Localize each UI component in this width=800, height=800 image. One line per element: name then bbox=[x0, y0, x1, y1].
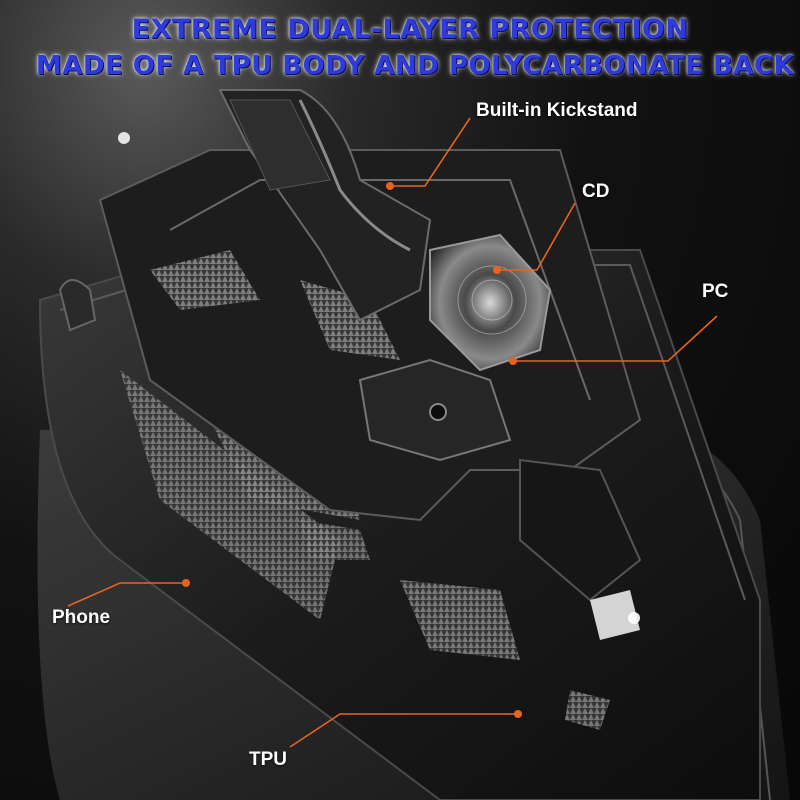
leader-line-kickstand bbox=[390, 117, 471, 187]
leader-line-tpu bbox=[289, 713, 518, 748]
callout-dot bbox=[493, 266, 501, 274]
headline-line-2: MADE OF A TPU BODY AND POLYCARBONATE BAC… bbox=[35, 51, 795, 81]
leader-lines bbox=[67, 117, 718, 748]
headline-line-1: EXTREME DUAL-LAYER PROTECTION bbox=[131, 14, 689, 45]
callout-kickstand: Built-in Kickstand bbox=[476, 100, 638, 121]
callout-dot bbox=[182, 579, 190, 587]
leader-line-cd bbox=[497, 202, 576, 271]
callout-pc: PC bbox=[702, 281, 729, 302]
callout-dot bbox=[509, 357, 517, 365]
screw-icon bbox=[628, 612, 640, 624]
kickstand bbox=[218, 89, 432, 322]
callout-dot bbox=[514, 710, 522, 718]
screw-icon bbox=[118, 132, 130, 144]
callout-phone: Phone bbox=[52, 607, 111, 628]
cd-plate bbox=[429, 233, 552, 372]
callout-dot bbox=[386, 182, 394, 190]
callout-tpu: TPU bbox=[249, 749, 287, 770]
leader-line-phone bbox=[67, 582, 186, 607]
leader-line-pc bbox=[513, 315, 718, 362]
callout-cd: CD bbox=[582, 181, 610, 202]
screw-icon bbox=[590, 590, 640, 640]
